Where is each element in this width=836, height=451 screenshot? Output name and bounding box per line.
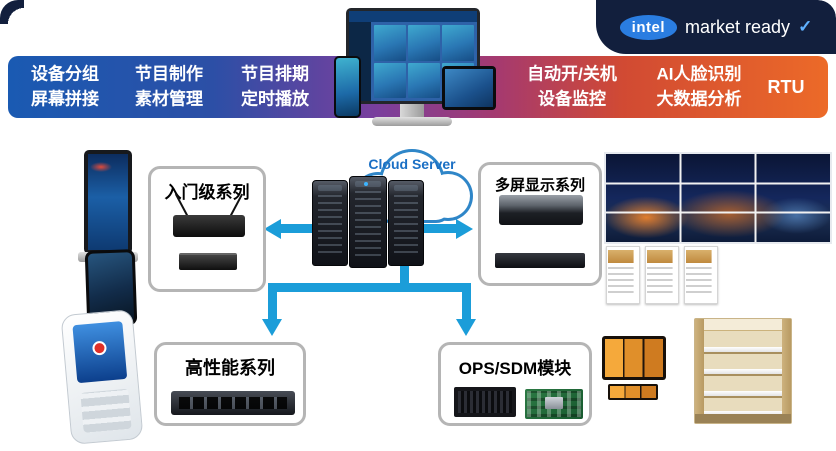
entry-mini-player-device xyxy=(179,253,237,270)
banner-line: AI人脸识别 xyxy=(656,64,742,84)
banner-item-auto-power: 自动开/关机 设备监控 xyxy=(527,62,617,111)
shelf-header xyxy=(704,319,782,331)
shelf-edge-strip xyxy=(704,369,782,376)
settop-body xyxy=(173,215,245,237)
performance-series-label: 高性能系列 xyxy=(185,358,275,378)
entry-settop-device xyxy=(173,193,245,237)
menu-poster-card xyxy=(684,246,718,304)
arrow-downright-line xyxy=(462,283,471,321)
handheld-logo-icon xyxy=(91,340,108,356)
menu-poster-photos xyxy=(606,246,722,306)
shelf-edge-strip xyxy=(704,347,782,354)
arrow-right-icon xyxy=(456,219,473,239)
market-ready-label: market ready xyxy=(685,16,791,37)
banner-line: 设备监控 xyxy=(537,89,606,108)
server-tower xyxy=(349,176,387,268)
shelf-edge-strip xyxy=(704,391,782,398)
menu-poster-card xyxy=(606,246,640,304)
intel-logo: intel xyxy=(619,14,678,40)
banner-item-rtu: RTU xyxy=(768,74,805,100)
arrow-downright-icon xyxy=(456,319,476,336)
performance-rack-device xyxy=(171,391,295,415)
banner-item-ai-face: AI人脸识别 大数据分析 xyxy=(657,62,742,111)
multiscreen-player-device xyxy=(499,195,583,225)
ops-sdm-box: OPS/SDM模块 xyxy=(438,342,592,426)
retail-shelf-photo xyxy=(694,318,792,424)
tablet-preview xyxy=(442,66,496,110)
thumbnail xyxy=(408,62,440,98)
cloud-server-label: Cloud Server xyxy=(368,156,456,172)
banner-item-scheduling: 节目排期 定时播放 xyxy=(241,62,309,111)
arrow-downleft-line xyxy=(268,283,277,321)
sdm-board-device xyxy=(525,389,583,419)
banner-line: 大数据分析 xyxy=(656,89,742,108)
thumbnail xyxy=(408,25,440,61)
video-wall-photo xyxy=(604,152,832,244)
menu-screen-content xyxy=(605,339,663,377)
kiosk-display-photo xyxy=(84,150,132,254)
banner-line: 自动开/关机 xyxy=(527,64,617,84)
dashboard-topbar xyxy=(349,11,477,22)
digital-menu-screen-photo xyxy=(602,336,666,380)
menu-strip-content xyxy=(610,386,656,398)
server-tower xyxy=(312,180,348,266)
corner-decoration xyxy=(0,0,24,24)
arrow-left-icon xyxy=(264,219,281,239)
monitor-stand-neck xyxy=(400,104,424,118)
entry-series-label: 入门级系列 xyxy=(164,183,250,202)
banner-item-device-group: 设备分组 屏幕拼接 xyxy=(31,62,99,111)
arrow-downleft-icon xyxy=(262,319,282,336)
ops-sdm-label: OPS/SDM模块 xyxy=(458,359,572,378)
multiscreen-series-box: 多屏显示系列 xyxy=(478,162,602,286)
power-led xyxy=(364,182,368,186)
handheld-terminal-photo xyxy=(60,309,144,445)
banner-line: 屏幕拼接 xyxy=(31,89,99,108)
arrow-right-line xyxy=(420,224,456,233)
banner-line: 设备分组 xyxy=(31,64,99,84)
shelf-base xyxy=(695,414,791,423)
thumbnail xyxy=(374,62,406,98)
banner-line: 节目制作 xyxy=(135,64,203,84)
multiscreen-series-label: 多屏显示系列 xyxy=(494,177,585,194)
shelf-side-panel xyxy=(695,319,704,423)
kiosk-screen xyxy=(88,154,128,250)
handheld-keypad xyxy=(80,388,132,433)
phone-preview xyxy=(334,56,361,118)
banner-line: 节目排期 xyxy=(241,64,309,84)
menu-poster-card xyxy=(645,246,679,304)
banner-line: RTU xyxy=(767,76,805,97)
performance-series-box: 高性能系列 xyxy=(154,342,306,426)
thumbnail xyxy=(374,25,406,61)
ops-module-device xyxy=(454,387,516,417)
entry-series-box: 入门级系列 xyxy=(148,166,266,292)
banner-line: 定时播放 xyxy=(241,89,309,108)
tablet-screen xyxy=(445,69,493,107)
shelf-side-panel xyxy=(782,319,791,423)
handheld-screen xyxy=(72,321,128,384)
intel-market-ready-badge: intel market ready ✓ xyxy=(596,0,836,54)
banner-item-program-production: 节目制作 素材管理 xyxy=(135,62,203,111)
arrow-left-line xyxy=(281,224,313,233)
thumbnail xyxy=(442,25,474,61)
multiscreen-slim-device xyxy=(495,253,585,268)
server-tower xyxy=(388,180,424,266)
arrow-down-stub xyxy=(400,264,409,288)
digital-menu-strip-photo xyxy=(608,384,658,400)
monitor-stand-base xyxy=(372,117,452,126)
arrow-branch-line xyxy=(268,283,471,292)
server-towers xyxy=(312,174,424,270)
banner-line: 素材管理 xyxy=(135,89,203,108)
phone-screen xyxy=(336,58,359,116)
check-icon: ✓ xyxy=(798,17,813,36)
